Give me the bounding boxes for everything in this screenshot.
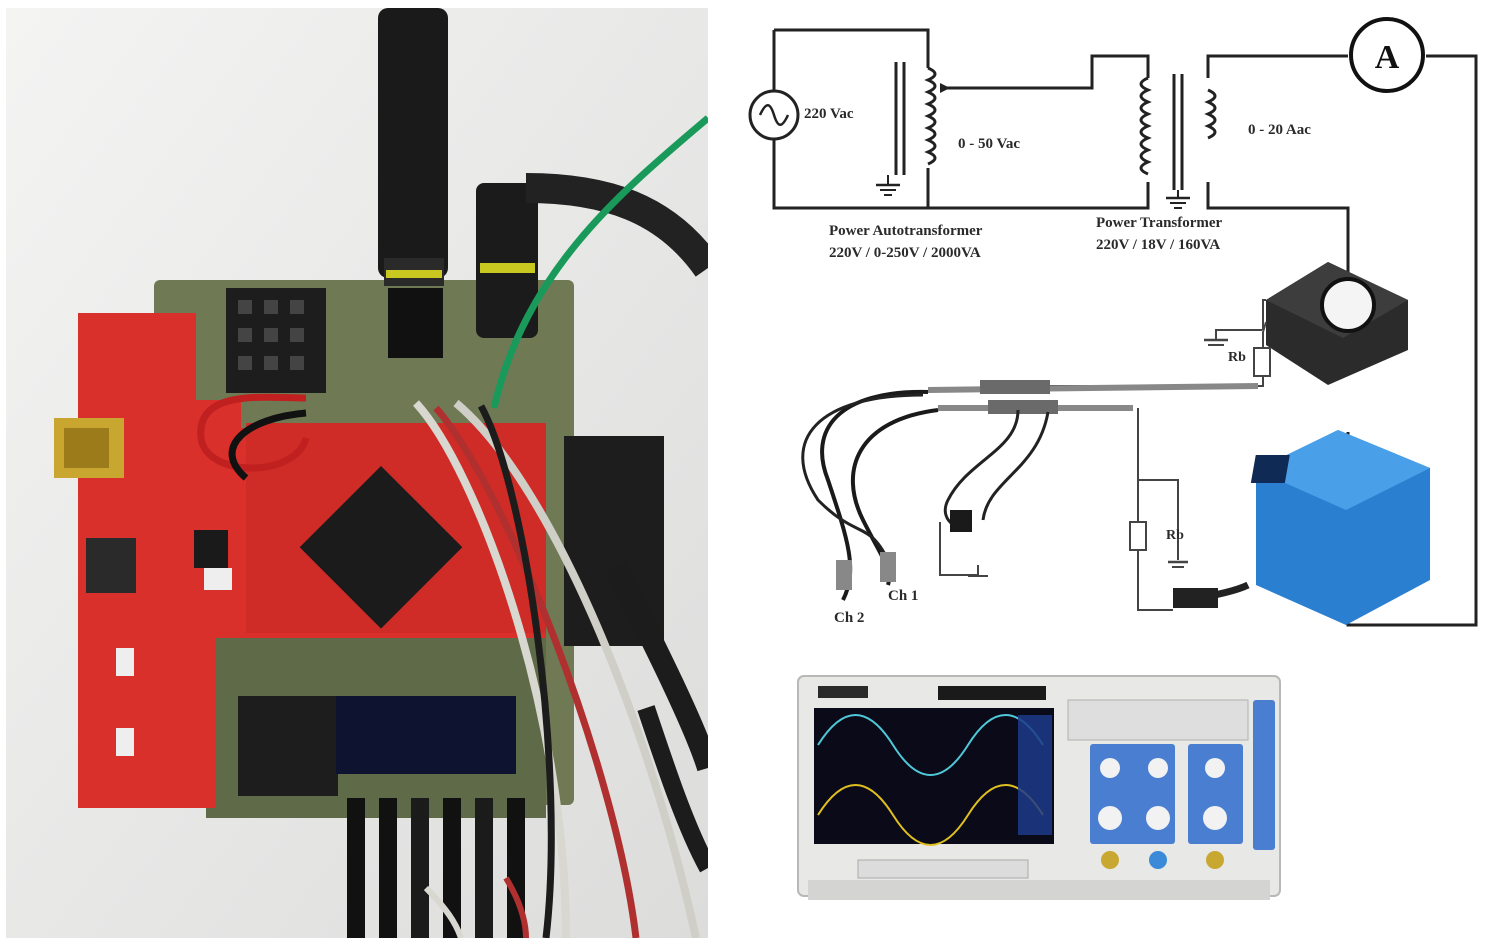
burden-resistor-bottom-label: Rb (1166, 528, 1184, 543)
transformer-rating: 220V / 18V / 160VA (1096, 237, 1221, 253)
measurement-schematic: A (748, 17, 1478, 900)
current-transformer-sensor (1266, 262, 1408, 385)
transformer-name: Power Transformer (1096, 215, 1223, 231)
primary-loop-wire (772, 28, 930, 210)
channel-2-label: Ch 2 (834, 610, 865, 626)
board-photo (6, 8, 708, 938)
burden-resistor-top (1253, 347, 1271, 377)
scope-screen (814, 708, 1054, 844)
grey-wire (413, 400, 570, 938)
display-module (336, 696, 516, 774)
hall-current-sensor (1173, 430, 1430, 625)
secondary-current-label: 0 - 20 Aac (1248, 122, 1311, 138)
autotransformer-rating: 220V / 0-250V / 2000VA (829, 245, 981, 261)
source-voltage-label: 220 Vac (804, 106, 854, 122)
channel-1-label: Ch 1 (888, 588, 919, 604)
burden-resistor-top-label: Rb (1228, 350, 1246, 365)
wiper-wire (946, 54, 1150, 90)
green-wire (490, 115, 708, 409)
power-transformer-icon (1139, 74, 1217, 209)
oscilloscope-probes (801, 380, 1259, 601)
oscilloscope-device (797, 675, 1281, 900)
autotransformer-name: Power Autotransformer (829, 223, 983, 239)
probe-cable (378, 8, 448, 278)
mcu-chip (299, 465, 463, 629)
header-bottom-left (238, 696, 338, 796)
autotransformer-output-label: 0 - 50 Vac (958, 136, 1021, 152)
ammeter-label: A (1375, 39, 1400, 76)
burden-resistor-bottom (1129, 521, 1147, 551)
ammeter-icon (1349, 17, 1425, 93)
autotransformer-icon (876, 62, 950, 196)
